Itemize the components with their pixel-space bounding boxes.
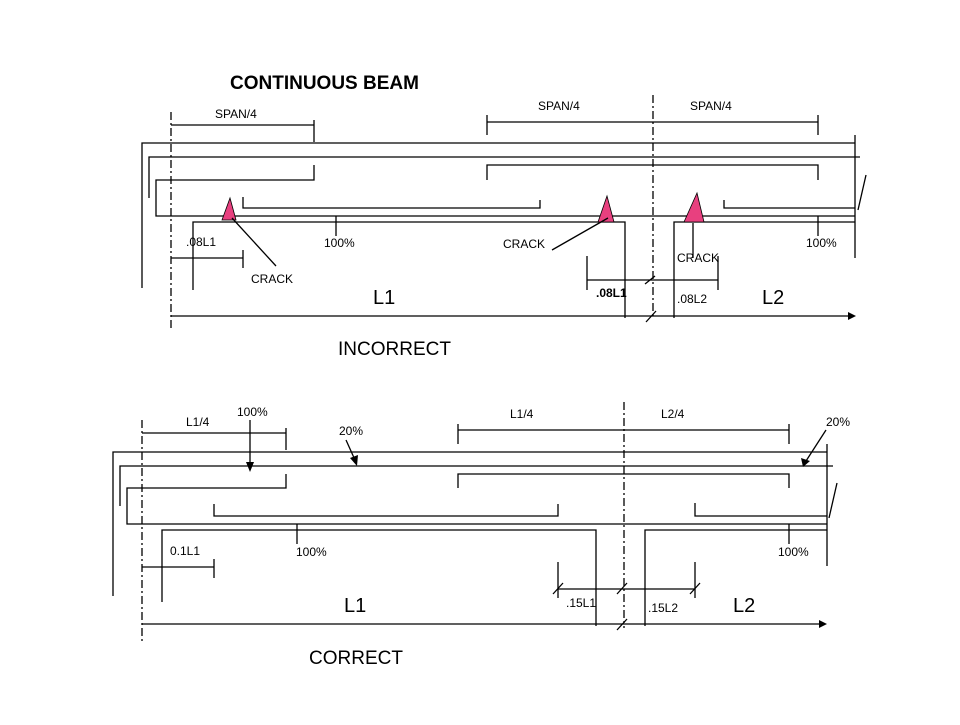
arrow-head-20-percent-left: [350, 455, 358, 466]
percent-label-right: 100%: [806, 236, 837, 250]
incorrect-detail: SPAN/4 SPAN/4 SPAN/4: [141, 95, 867, 360]
top-bar-1-correct: [112, 451, 827, 596]
percent-label-20-left: 20%: [339, 424, 363, 438]
span-quarter-label-left: SPAN/4: [215, 107, 257, 121]
span-quarter-dimension-left: [171, 120, 315, 142]
quarter-span-dimension-mid: [457, 424, 624, 444]
crack-label-left: CRACK: [251, 272, 293, 286]
span-quarter-label-right: SPAN/4: [690, 99, 732, 113]
arrow-20-percent-right: [805, 429, 827, 462]
development-dimension-left-correct: [142, 559, 215, 578]
span-label-l1-correct: L1: [344, 595, 366, 617]
quarter-span-dimension-right: [624, 424, 790, 444]
support-top-bar: [486, 164, 819, 180]
top-bar-2: [148, 156, 860, 198]
quarter-span-dimension-left: [142, 428, 287, 450]
development-label-l2: .08L2: [677, 292, 707, 306]
short-bottom-bar-right-correct: [694, 503, 827, 517]
bottom-bar-l2: [673, 221, 855, 318]
top-bar-3: [155, 165, 855, 217]
development-dimension-support-correct: [552, 562, 701, 598]
short-bottom-bar-left: [242, 197, 541, 209]
support-top-bar-correct: [457, 473, 790, 488]
crack-marker-mid: [597, 194, 615, 223]
development-label-l1: .08L1: [186, 235, 216, 249]
crack-leader-mid: [551, 217, 609, 251]
arrow-20-percent-left: [345, 439, 356, 461]
correct-detail: L1/4 100% L1/4 L2/4 20% 20%: [112, 402, 850, 669]
short-bottom-bar-left-correct: [213, 504, 559, 517]
diagram-title: CONTINUOUS BEAM: [230, 73, 419, 94]
development-label-l1-support: .08L1: [596, 286, 627, 300]
crack-marker-right: [683, 191, 705, 223]
percent-label-20-right: 20%: [826, 415, 850, 429]
break-mark-top-correct: [828, 482, 838, 519]
arrow-head-100-percent: [246, 462, 254, 472]
crack-leader-left: [231, 217, 277, 267]
incorrect-caption: INCORRECT: [338, 339, 451, 360]
span-label-l2: L2: [762, 287, 784, 309]
quarter-span-label-mid: L1/4: [510, 407, 534, 421]
development-dimension-left: [171, 250, 244, 268]
span-label-l1: L1: [373, 287, 395, 309]
span-quarter-dimension-right: [653, 115, 819, 135]
crack-label-mid: CRACK: [503, 237, 545, 251]
quarter-span-label-right: L2/4: [661, 407, 685, 421]
crack-label-right: CRACK: [677, 251, 719, 265]
span-quarter-dimension-mid: [486, 115, 653, 135]
bottom-bar-l1: [192, 221, 626, 318]
percent-label-top-left: 100%: [237, 405, 268, 419]
top-bar-3-correct: [126, 474, 827, 525]
percent-label-bottom-left: 100%: [296, 545, 327, 559]
span-dimension-line: [171, 310, 856, 323]
bottom-bar-l2-correct: [644, 529, 827, 626]
arrow-head-20-percent-right: [801, 458, 810, 467]
development-dimension-support: [586, 256, 719, 290]
development-label-15l1: .15L1: [566, 596, 596, 610]
percent-label-bottom-right: 100%: [778, 545, 809, 559]
short-bottom-bar-right: [723, 200, 855, 209]
percent-label-left: 100%: [324, 236, 355, 250]
break-mark-top: [857, 174, 867, 211]
development-label-01l1: 0.1L1: [170, 544, 200, 558]
development-label-15l2: .15L2: [648, 601, 678, 615]
span-label-l2-correct: L2: [733, 595, 755, 617]
bottom-bar-l1-correct: [161, 529, 597, 626]
span-dimension-line-correct: [142, 618, 827, 631]
top-bar-1: [141, 142, 855, 288]
span-quarter-label-mid: SPAN/4: [538, 99, 580, 113]
quarter-span-label-left: L1/4: [186, 415, 210, 429]
crack-marker-left: [221, 196, 237, 221]
top-bar-2-correct: [119, 465, 833, 506]
correct-caption: CORRECT: [309, 648, 403, 669]
